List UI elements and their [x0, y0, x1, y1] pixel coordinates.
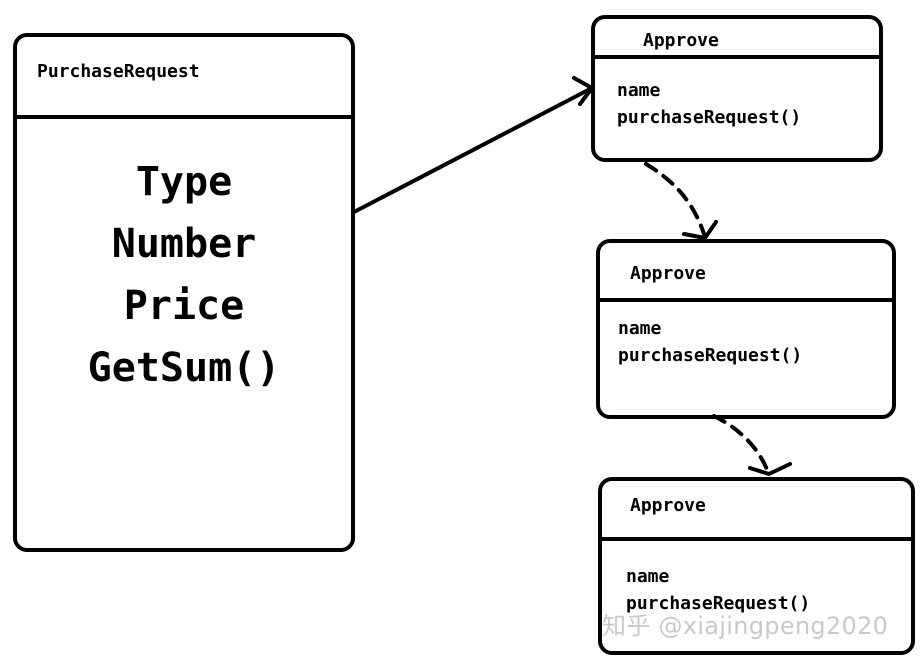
chain-arrow-2	[712, 414, 792, 476]
purchase-request-title: PurchaseRequest	[37, 61, 200, 82]
field-name: name	[626, 566, 670, 587]
approve-title-2: Approve	[630, 263, 706, 284]
method-purchase-request: purchaseRequest()	[617, 107, 802, 128]
approve-divider-2	[596, 298, 896, 302]
approve-divider-3	[598, 537, 915, 541]
approve-title-1: Approve	[643, 30, 719, 51]
purchase-request-divider	[13, 115, 355, 119]
purchase-request-class: PurchaseRequest Type Number Price GetSum…	[13, 33, 355, 552]
watermark: 知乎 @xiajingpeng2020	[602, 612, 889, 640]
approve-class-2: Approve name purchaseRequest()	[596, 239, 896, 419]
attribute-type: Type	[135, 159, 233, 205]
method-purchase-request: purchaseRequest()	[626, 593, 811, 614]
approve-class-3: Approve name purchaseRequest()	[598, 477, 915, 655]
approve-title-3: Approve	[630, 495, 706, 516]
field-name: name	[617, 80, 661, 101]
approve-fields-2: name purchaseRequest()	[618, 315, 802, 369]
approve-class-1: Approve name purchaseRequest()	[591, 15, 883, 162]
request-arrow	[352, 76, 594, 214]
approve-divider-1	[591, 55, 883, 59]
method-purchase-request: purchaseRequest()	[618, 345, 803, 366]
attribute-price: Price	[123, 283, 245, 329]
approve-fields-1: name purchaseRequest()	[617, 77, 801, 131]
chain-arrow-1	[644, 162, 718, 240]
attribute-number: Number	[111, 221, 257, 267]
approve-fields-3: name purchaseRequest()	[626, 563, 810, 617]
method-getsum: GetSum()	[87, 345, 281, 391]
field-name: name	[618, 318, 662, 339]
purchase-request-attributes: Type Number Price GetSum()	[17, 151, 351, 399]
